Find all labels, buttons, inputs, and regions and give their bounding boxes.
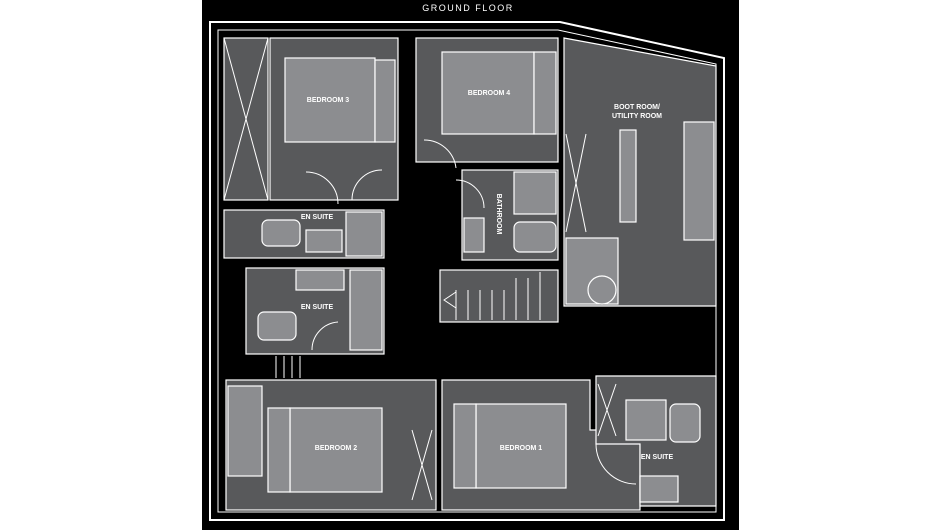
utility-cupboard-cross	[565, 133, 587, 233]
label-boot-room-line2: UTILITY ROOM	[612, 113, 662, 120]
en-suite-lower-toilet	[669, 403, 701, 443]
bedroom-2-bed	[289, 407, 383, 493]
bathroom-shower	[513, 171, 557, 215]
label-en-suite-lower: EN SUITE	[641, 454, 674, 461]
en-suite-lower-basin	[639, 475, 679, 503]
stairs-room	[439, 269, 559, 323]
en-suite-upper-toilet	[261, 219, 301, 247]
door-bathroom	[455, 179, 485, 209]
utility-washer-unit	[683, 121, 715, 241]
door-bedroom-3b	[351, 169, 383, 201]
door-en-suite-middle	[311, 321, 339, 351]
label-en-suite-middle: EN SUITE	[301, 304, 334, 311]
door-bedroom-3	[305, 171, 339, 205]
door-en-suite-lower	[595, 443, 637, 485]
bedroom-4-bed	[441, 51, 535, 135]
bedroom-2-cupboard-cross	[411, 429, 433, 501]
bedroom-2-side-unit	[227, 385, 263, 477]
en-suite-upper-basin	[305, 229, 343, 253]
label-bedroom-1: BEDROOM 1	[500, 445, 543, 452]
en-suite-lower-shower	[625, 399, 667, 441]
en-suite-upper-shower	[345, 211, 383, 257]
label-boot-room-line1: BOOT ROOM/	[614, 104, 660, 111]
bathroom-toilet	[513, 221, 557, 253]
en-suite-middle-toilet	[257, 311, 297, 341]
label-bathroom: BATHROOM	[495, 194, 502, 235]
bedroom-1-cupboard-cross	[597, 383, 617, 437]
bathroom-basin	[463, 217, 485, 253]
bedroom-1-bed	[475, 403, 567, 489]
en-suite-middle-shower	[349, 269, 383, 351]
bedroom-3-bed-pillows	[374, 59, 396, 143]
label-bedroom-3: BEDROOM 3	[307, 97, 350, 104]
bedroom-3-wardrobe-cross	[223, 37, 269, 201]
utility-counter	[619, 129, 637, 223]
label-en-suite-upper: EN SUITE	[301, 214, 334, 221]
bedroom-2-bed-pillows	[267, 407, 291, 493]
label-bedroom-4: BEDROOM 4	[468, 90, 511, 97]
floor-title: GROUND FLOOR	[422, 3, 514, 13]
bedroom-1-bed-pillows	[453, 403, 477, 489]
utility-sink	[587, 275, 617, 305]
en-suite-middle-basin	[295, 269, 345, 291]
door-bedroom-4	[423, 139, 457, 169]
stairs	[275, 272, 541, 378]
outer-wall	[209, 21, 725, 521]
bedroom-4-bed-pillows	[533, 51, 557, 135]
label-bedroom-2: BEDROOM 2	[315, 445, 358, 452]
